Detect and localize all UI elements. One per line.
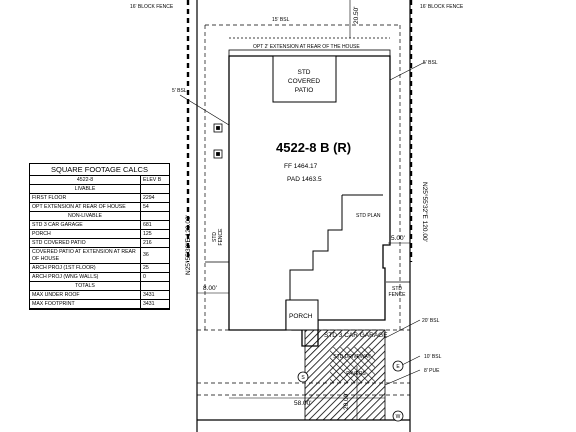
covered-patio <box>272 55 337 103</box>
table-row: 4522-8 ELEV B <box>30 176 169 185</box>
driveway-dimension: 20.00' <box>343 392 350 410</box>
rear-dimension-label: 20.50' <box>353 6 360 24</box>
sqft-empty-cell <box>140 281 169 291</box>
front-width-dimension: 58.00' <box>294 400 312 407</box>
sqft-row-label: COVERED PATIO AT EXTENSION AT REAR OF HO… <box>30 247 141 264</box>
std-fence-right-1: STD <box>392 286 402 292</box>
block-fence-right-label: 16' BLOCK FENCE <box>420 4 464 10</box>
left-side-dimension: 8.00' <box>203 285 217 292</box>
sqft-section-livable: LIVABLE <box>30 184 141 194</box>
sqft-row-value: 216 <box>140 238 169 248</box>
sqft-row-value: 54 <box>140 202 169 212</box>
right-bsl-label: 5' BSL <box>423 60 438 66</box>
porch <box>285 299 319 331</box>
square-footage-table: SQUARE FOOTAGE CALCS 4522-8 ELEV B LIVAB… <box>29 163 170 310</box>
sqft-row-value: 36 <box>140 247 169 264</box>
sqft-table-body: 4522-8 ELEV B LIVABLE FIRST FLOOR 2294 O… <box>30 176 169 309</box>
table-row: ARCH PROJ (1ST FLOOR) 25 <box>30 263 169 273</box>
sqft-row-value: 3431 <box>140 290 169 300</box>
sqft-row-label: OPT EXTENSION AT REAR OF HOUSE <box>30 202 141 212</box>
pue-label: 8' PUE <box>424 368 440 374</box>
finished-floor: FF 1464.17 <box>284 163 318 170</box>
rear-setback-label: 15' BSL <box>272 17 290 23</box>
utility-markers <box>297 360 404 422</box>
sqft-row-label: MAX UNDER ROOF <box>30 290 141 300</box>
wall-markers <box>213 123 223 159</box>
sqft-row-value: 25 <box>140 263 169 273</box>
patio-label-2: COVERED <box>288 78 320 85</box>
driveway-label-1: STD DRIVEWAY <box>333 354 371 360</box>
table-row: NON-LIVABLE <box>30 211 169 221</box>
driveway-label-2: PAVERS <box>346 371 366 377</box>
porch-label: PORCH <box>289 313 313 320</box>
sqft-row-label: STD 3 CAR GARAGE <box>30 220 141 230</box>
sqft-section-non-livable: NON-LIVABLE <box>30 211 141 221</box>
left-bsl-label: 5' BSL <box>172 88 187 94</box>
std-fence-left-2: FENCE <box>218 228 224 246</box>
sqft-row-value: 3431 <box>140 299 169 309</box>
bearing-left: N25°55'32"E 120.00' <box>184 215 192 275</box>
garage-label: STD 3 CAR GARAGE <box>324 332 388 339</box>
sqft-row-label: PORCH <box>30 229 141 239</box>
sqft-header-plan: 4522-8 <box>30 176 141 185</box>
patio-label-3: PATIO <box>295 87 314 94</box>
front-bsl-20-label: 20' BSL <box>422 318 440 324</box>
block-fence <box>186 0 413 262</box>
sqft-row-value: 0 <box>140 272 169 282</box>
std-fence-lines <box>205 261 410 283</box>
water-marker <box>392 410 404 422</box>
sqft-row-value: 125 <box>140 229 169 239</box>
table-row: MAX FOOTPRINT 3431 <box>30 299 169 309</box>
house-interior-steps <box>289 194 383 312</box>
sqft-table-title: SQUARE FOOTAGE CALCS <box>30 164 169 176</box>
sqft-empty-cell <box>140 184 169 194</box>
electric-marker-label: E <box>396 364 400 370</box>
table-row: TOTALS <box>30 281 169 291</box>
sqft-row-label: STD COVERED PATIO <box>30 238 141 248</box>
front-bsl-10-label: 10' BSL <box>424 354 442 360</box>
sqft-row-label: FIRST FLOOR <box>30 193 141 203</box>
sqft-section-totals: TOTALS <box>30 281 141 291</box>
table-row: STD COVERED PATIO 216 <box>30 238 169 248</box>
bearing-right: N25°55'32"E 120.00' <box>421 182 429 242</box>
sqft-empty-cell <box>140 211 169 221</box>
std-fence-left-1: STD <box>212 232 218 242</box>
patio-label-1: STD <box>298 69 311 76</box>
sewer-marker-label: S <box>301 375 305 381</box>
lot-boundary <box>196 0 411 432</box>
sewer-marker <box>297 371 309 383</box>
table-row: MAX UNDER ROOF 3431 <box>30 290 169 300</box>
pad-elevation: PAD 1463.5 <box>287 176 322 183</box>
std-plan-label: STD PLAN <box>356 213 381 219</box>
garage-apron <box>330 347 375 383</box>
plan-name: 4522-8 B (R) <box>276 140 351 155</box>
right-side-dimension: 5.00' <box>391 235 405 242</box>
sqft-row-label: ARCH PROJ (1ST FLOOR) <box>30 263 141 273</box>
block-fence-left-label: 16' BLOCK FENCE <box>130 4 174 10</box>
water-marker-label: W <box>396 414 401 420</box>
sqft-row-label: MAX FOOTPRINT <box>30 299 141 309</box>
sqft-row-value: 2294 <box>140 193 169 203</box>
sqft-header-elev: ELEV B <box>140 176 169 185</box>
sqft-row-label: ARCH PROJ (WNG WALLS) <box>30 272 141 282</box>
table-row: COVERED PATIO AT EXTENSION AT REAR OF HO… <box>30 247 169 264</box>
sqft-row-value: 681 <box>140 220 169 230</box>
table-row: FIRST FLOOR 2294 <box>30 193 169 203</box>
opt-extension-label: OPT 2' EXTENSION AT REAR OF THE HOUSE <box>253 44 360 50</box>
table-row: STD 3 CAR GARAGE 681 <box>30 220 169 230</box>
dimension-lines <box>179 0 426 420</box>
std-fence-right-2: FENCE <box>389 292 407 298</box>
table-row: PORCH 125 <box>30 229 169 239</box>
table-row: OPT EXTENSION AT REAR OF HOUSE 54 <box>30 202 169 212</box>
table-row: ARCH PROJ (WNG WALLS) 0 <box>30 272 169 282</box>
electric-marker <box>392 360 404 372</box>
table-row: LIVABLE <box>30 184 169 194</box>
